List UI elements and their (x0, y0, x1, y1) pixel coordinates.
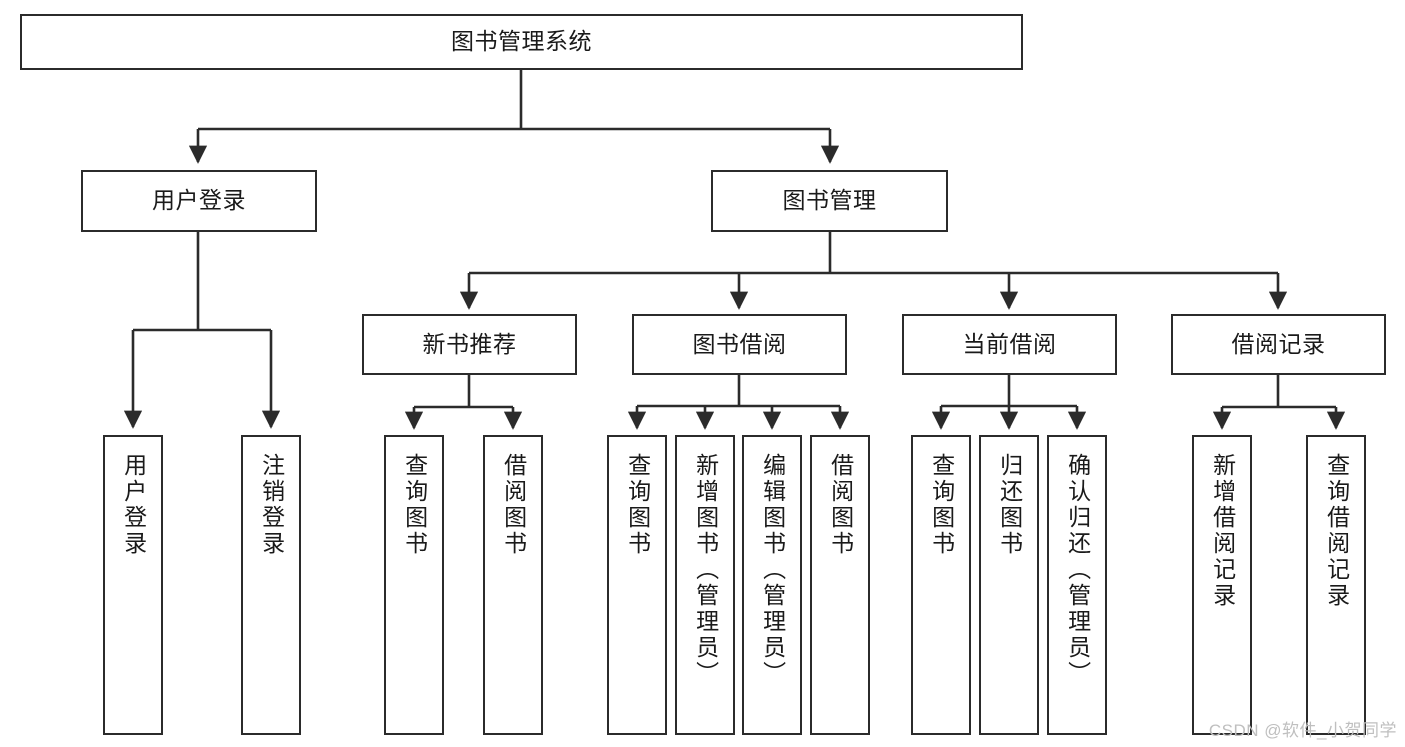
leaf-query-book-2[interactable]: 查询图书 (607, 435, 667, 735)
leaf-query-book-3[interactable]: 查询图书 (911, 435, 971, 735)
node-label: 新书推荐 (422, 330, 517, 357)
leaf-add-book[interactable]: 新增图书（管理员） (675, 435, 735, 735)
node-label: 当前借阅 (962, 330, 1057, 357)
node-label: 查询图书 (401, 453, 428, 557)
node-label: 用户登录 (152, 187, 246, 214)
leaf-logout-login[interactable]: 注销登录 (241, 435, 301, 735)
node-borrow-record[interactable]: 借阅记录 (1171, 314, 1386, 375)
leaf-user-login[interactable]: 用户登录 (103, 435, 163, 735)
node-label: 图书管理 (782, 187, 877, 214)
leaf-return-book[interactable]: 归还图书 (979, 435, 1039, 735)
node-current-borrow[interactable]: 当前借阅 (902, 314, 1117, 375)
node-book-management[interactable]: 图书管理 (711, 170, 948, 232)
leaf-borrow-book-2[interactable]: 借阅图书 (810, 435, 870, 735)
node-label: 查询借阅记录 (1323, 453, 1350, 609)
leaf-add-record[interactable]: 新增借阅记录 (1192, 435, 1252, 735)
node-label: 确认归还（管理员） (1064, 453, 1091, 687)
node-label: 借阅图书 (500, 453, 527, 557)
node-label: 归还图书 (996, 453, 1023, 557)
node-label: 新增借阅记录 (1209, 453, 1236, 609)
node-label: 新增图书（管理员） (692, 453, 719, 687)
node-user-login[interactable]: 用户登录 (81, 170, 317, 232)
csdn-watermark: CSDN @软件_小贺同学 (1208, 721, 1397, 740)
node-new-book-recommend[interactable]: 新书推荐 (362, 314, 577, 375)
node-label: 借阅记录 (1231, 330, 1326, 357)
node-label: 编辑图书（管理员） (759, 453, 786, 687)
node-book-borrow[interactable]: 图书借阅 (632, 314, 847, 375)
node-label: 借阅图书 (827, 453, 854, 557)
node-label: 查询图书 (928, 453, 955, 557)
leaf-query-record[interactable]: 查询借阅记录 (1306, 435, 1366, 735)
leaf-confirm-return[interactable]: 确认归还（管理员） (1047, 435, 1107, 735)
leaf-query-book-1[interactable]: 查询图书 (384, 435, 444, 735)
node-label: 用户登录 (120, 453, 147, 557)
node-root-book-management-system[interactable]: 图书管理系统 (20, 14, 1023, 70)
node-label: 查询图书 (624, 453, 651, 557)
node-label: 图书借阅 (692, 330, 787, 357)
leaf-edit-book[interactable]: 编辑图书（管理员） (742, 435, 802, 735)
leaf-borrow-book-1[interactable]: 借阅图书 (483, 435, 543, 735)
node-label: 图书管理系统 (451, 28, 592, 55)
node-label: 注销登录 (258, 453, 285, 557)
